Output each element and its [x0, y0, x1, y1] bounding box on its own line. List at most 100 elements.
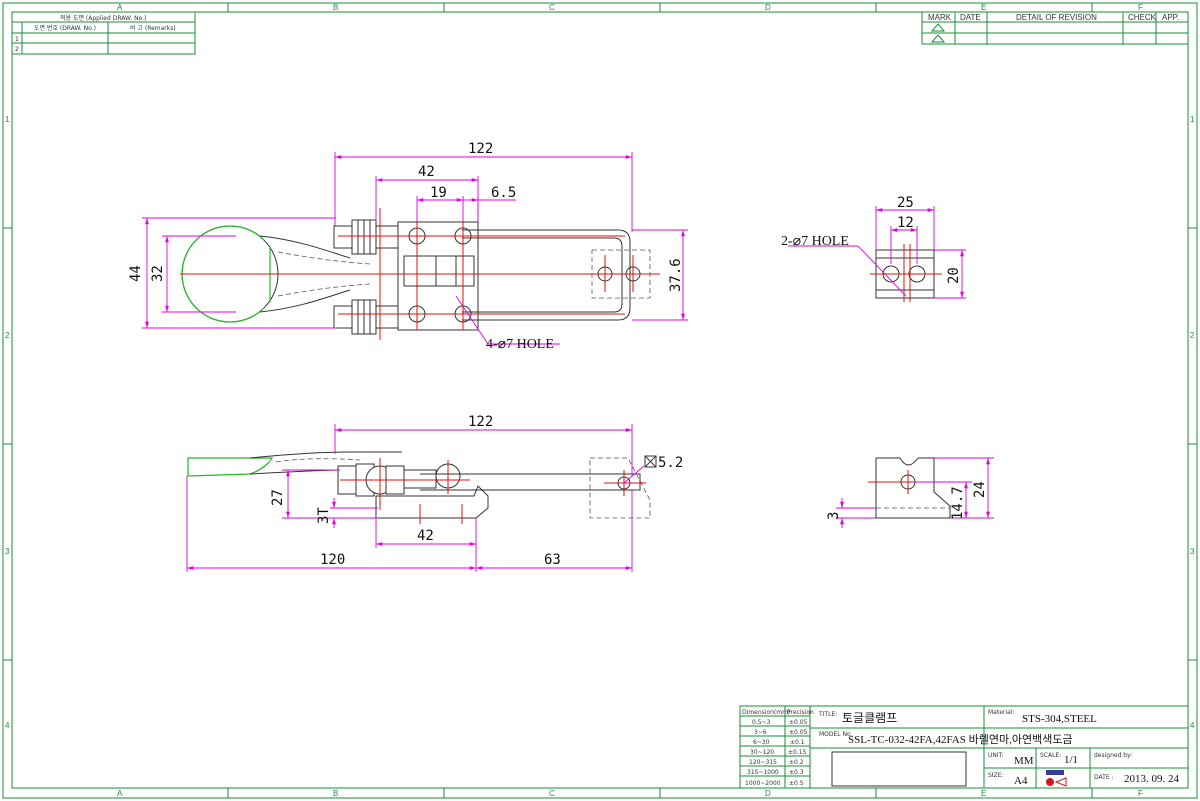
scale-label: SCALE: — [1040, 752, 1061, 759]
revision-col-detail: DETAIL OF REVISION — [1016, 13, 1097, 22]
top-view-hole-note: 4-⌀7 HOLE — [486, 337, 554, 352]
applied-table-row-2: 2 — [15, 46, 19, 53]
tolerance-range: 30~120 — [750, 749, 774, 756]
end-view-top: 25 12 20 2-⌀7 HOLE — [781, 195, 966, 302]
tolerance-header-precision: Precision — [787, 709, 814, 716]
grid-row-1: 1 — [5, 115, 10, 124]
title-label: TITLE: — [818, 711, 837, 718]
dim-side-overall-length: 122 — [468, 414, 493, 430]
dim-top-overall-length: 122 — [468, 141, 493, 157]
grid-row-3: 3 — [5, 547, 10, 556]
tolerance-range: 6~30 — [753, 739, 770, 746]
revision-table: MARK DATE DETAIL OF REVISION CHECK APP. — [921, 11, 1189, 45]
dim-side-base-length: 42 — [417, 528, 434, 544]
grid-row-labels: 1 2 3 4 1 2 3 4 — [5, 115, 1195, 730]
tolerance-range: 315~1000 — [747, 769, 779, 776]
end-side-block — [875, 457, 951, 519]
designed-by-label: designed by: — [1094, 752, 1132, 759]
applied-table-row-1: 1 — [15, 36, 19, 43]
title-block: TITLE: 토글클램프 Material: STS-304,STEEL MOD… — [809, 705, 1189, 789]
grid-row-4-right: 4 — [1190, 721, 1195, 730]
tolerance-header-dimension: Dimension(mm) — [742, 709, 790, 716]
tolerance-range: 1000~2000 — [745, 780, 781, 787]
tolerance-table: Dimension(mm) Precision 0.5~3 ±0.05 3~6 … — [739, 705, 814, 789]
dim-end-height: 20 — [946, 267, 962, 284]
applied-drawing-table: 적용 도면 (Applied DRAW. No.) 도면 번호 (DRAW. N… — [11, 11, 196, 55]
company-logo-icon — [1046, 770, 1067, 787]
tolerance-range: 3~6 — [754, 729, 767, 736]
applied-table-header: 적용 도면 (Applied DRAW. No.) — [60, 14, 146, 22]
size-label: SIZE: — [988, 772, 1004, 779]
square-symbol-icon — [644, 455, 657, 468]
dim-side-height: 27 — [270, 489, 286, 506]
grid-col-b-bottom: B — [333, 789, 338, 798]
dim-top-base-length: 42 — [418, 164, 435, 180]
tolerance-value: ±0.05 — [789, 719, 808, 726]
u-hook-inner — [462, 237, 623, 313]
dim-end-width: 25 — [897, 195, 914, 211]
dim-top-outer-width: 44 — [128, 265, 144, 282]
revision-col-date: DATE — [960, 13, 981, 22]
revision-triangle-icon-2 — [930, 34, 946, 43]
dim-end-side-hole-height: 14.7 — [950, 486, 966, 520]
grid-col-a-bottom: A — [117, 789, 123, 798]
material-value: STS-304,STEEL — [1022, 713, 1097, 725]
dim-side-handle-reach: 120 — [320, 552, 345, 568]
tolerance-range: 120~315 — [749, 759, 777, 766]
unit-label: UNIT: — [988, 752, 1004, 759]
nut-bottom-left — [333, 305, 353, 329]
nut-top-right — [375, 225, 399, 249]
side-view: 122 27 3T 42 120 63 5.2 — [186, 414, 683, 572]
grid-col-f: F — [1138, 3, 1143, 12]
size-value: A4 — [1014, 775, 1028, 787]
lever-body — [403, 255, 475, 287]
model-value: SSL-TC-032-42FA,42FAS 바렐연마,아연백색도금 — [848, 733, 1073, 746]
dim-end-side-thickness: 3 — [826, 512, 842, 520]
scale-value: 1/1 — [1064, 754, 1078, 766]
revision-col-app: APP. — [1162, 13, 1179, 22]
tolerance-value: ±0.2 — [789, 759, 804, 766]
grid-row-2-right: 2 — [1190, 331, 1195, 340]
dim-side-hook-reach: 63 — [544, 552, 561, 568]
dim-end-hole-pitch: 12 — [897, 215, 914, 231]
side-handle-top — [249, 451, 402, 459]
grid-col-c: C — [549, 3, 555, 12]
unit-value: MM — [1014, 755, 1034, 767]
grid-col-e: E — [981, 3, 986, 12]
dim-side-square: 5.2 — [658, 455, 683, 471]
applied-table-col-drawno: 도면 번호 (DRAW. No.) — [34, 24, 96, 32]
date-value: 2013. 09. 24 — [1124, 773, 1180, 785]
dim-top-hole-pitch: 19 — [430, 185, 447, 201]
handle-arm-bottom — [259, 289, 351, 313]
nut-bottom-right — [375, 305, 399, 329]
tolerance-value: ±0.05 — [789, 729, 808, 736]
grid-col-a: A — [117, 3, 123, 12]
tolerance-range: 0.5~3 — [752, 719, 771, 726]
grid-row-4: 4 — [5, 721, 10, 730]
u-hook-outer — [462, 229, 631, 321]
revision-col-check: CHECK — [1128, 13, 1157, 22]
model-label: MODEL No. — [819, 731, 853, 738]
tolerance-value: ±0.1 — [790, 739, 805, 746]
grid-row-2: 2 — [5, 331, 10, 340]
date-label: DATE : — [1094, 774, 1114, 781]
title-block-stamp-box — [831, 751, 967, 787]
dim-side-thickness: 3T — [316, 507, 332, 524]
end-view-hole-note: 2-⌀7 HOLE — [781, 234, 849, 249]
dim-top-offset: 6.5 — [491, 185, 516, 201]
grid-col-c-bottom: C — [549, 789, 555, 798]
tolerance-value: ±0.3 — [789, 769, 804, 776]
nut-top-left — [333, 225, 353, 249]
grid-col-d-bottom: D — [765, 789, 771, 798]
grid-column-labels-bottom: A B C D E F — [117, 789, 1143, 798]
base-plate — [397, 221, 479, 331]
tolerance-value: ±0.5 — [789, 780, 804, 787]
grid-col-d: D — [765, 3, 771, 12]
revision-triangle-icon — [930, 23, 946, 32]
grid-col-e-bottom: E — [981, 789, 986, 798]
material-label: Material: — [988, 709, 1014, 716]
grid-row-1-right: 1 — [1190, 115, 1195, 124]
drawing-title: 토글클램프 — [842, 711, 897, 725]
